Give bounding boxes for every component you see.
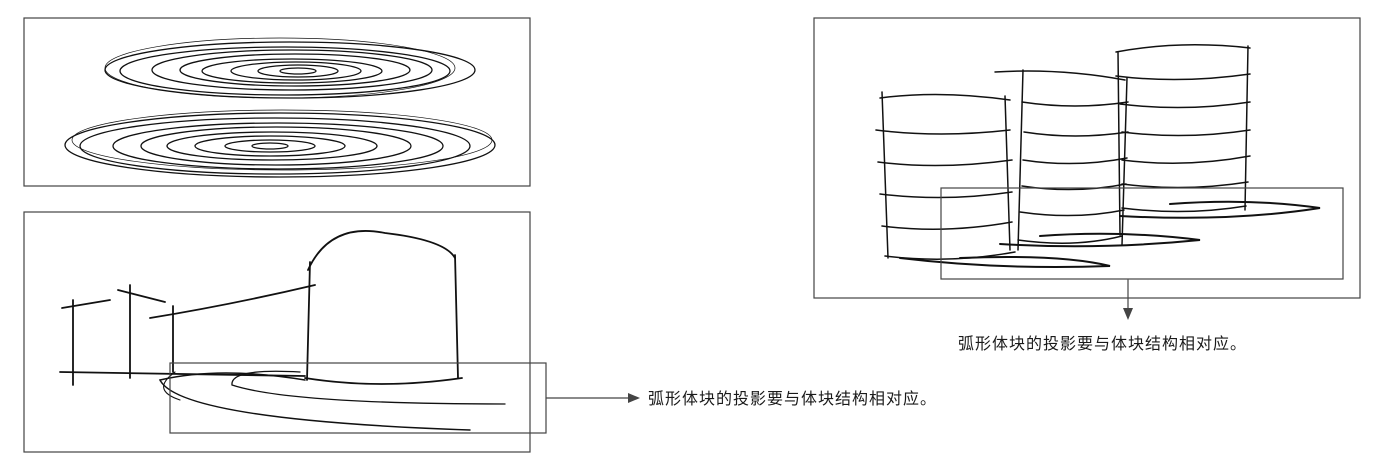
panel-tower-frame	[813, 17, 1361, 299]
panel-tower-sketch	[813, 17, 1361, 299]
caption-arc-shadow-left: 弧形体块的投影要与体块结构相对应。	[648, 389, 938, 408]
lower-spiral	[64, 109, 496, 178]
tower-lines	[875, 44, 1321, 268]
upper-spiral	[104, 37, 476, 99]
panel-spiral-frame	[23, 17, 531, 187]
arrow-left	[545, 393, 640, 403]
building-lines	[59, 230, 506, 431]
caption-arc-shadow-right: 弧形体块的投影要与体块结构相对应。	[958, 334, 1248, 353]
panel-building-sketch	[23, 211, 547, 453]
panel-spiral-sketch	[23, 17, 531, 187]
highlight-box-right	[940, 187, 1344, 280]
panel-building-frame	[23, 211, 531, 453]
arrow-down	[1123, 279, 1133, 320]
